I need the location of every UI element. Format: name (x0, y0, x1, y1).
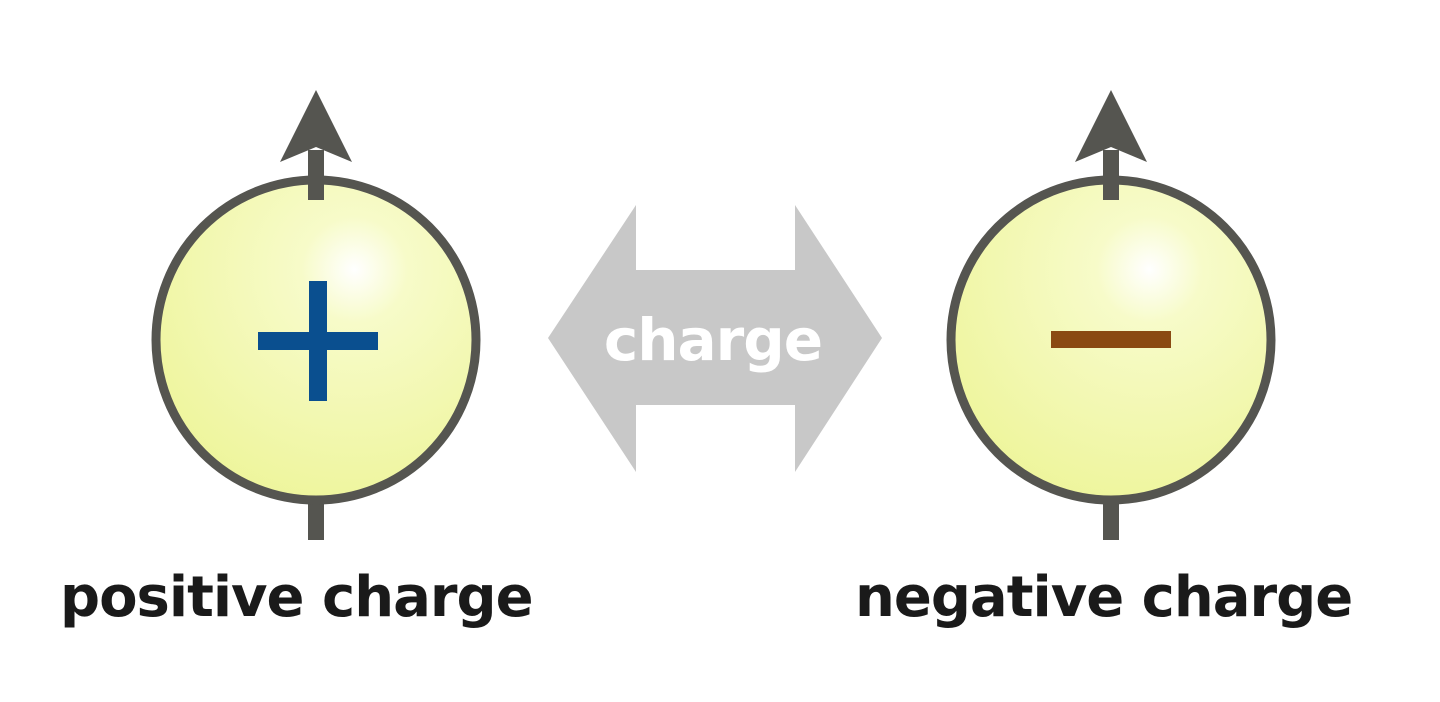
charge-swap-arrow: charge (548, 205, 882, 472)
spin-up-arrow-icon (280, 90, 352, 162)
swap-arrow-label: charge (604, 306, 822, 374)
negative-charge-caption: negative charge (855, 565, 1353, 630)
minus-icon (1051, 331, 1171, 348)
positive-charge-caption: positive charge (60, 565, 534, 630)
spin-up-arrow-icon (1075, 90, 1147, 162)
positive-particle (151, 90, 481, 540)
plus-icon (258, 281, 378, 401)
negative-particle (946, 90, 1276, 540)
double-arrow-icon (548, 205, 882, 472)
